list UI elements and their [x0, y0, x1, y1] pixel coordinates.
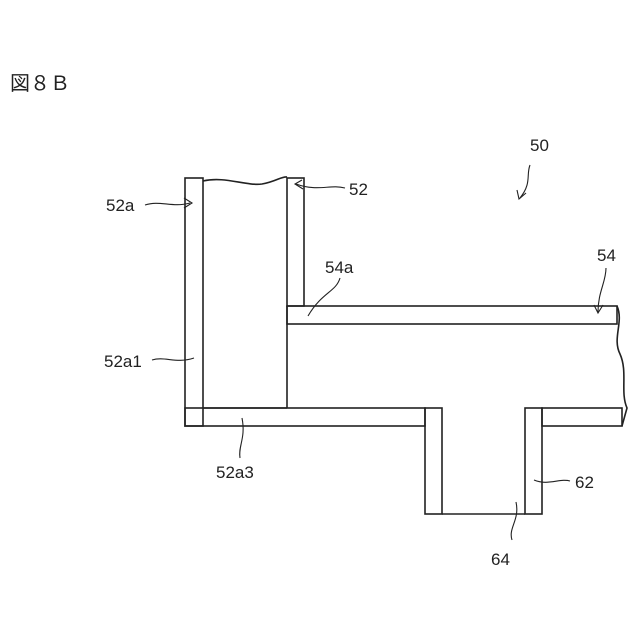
label-54a: 54a — [325, 258, 354, 277]
pipe-62-left-wall — [425, 408, 442, 514]
label-54: 54 — [597, 246, 616, 265]
leader-52a1 — [152, 358, 194, 360]
label-52: 52 — [349, 180, 368, 199]
pipe-62-right-wall — [525, 408, 542, 514]
pipe-52-left-wall — [185, 178, 203, 426]
leader-52a — [145, 203, 190, 205]
pipe-52-right-wall — [287, 178, 304, 306]
pipe-52-break-line — [203, 177, 287, 184]
label-50: 50 — [530, 136, 549, 155]
leader-50 — [520, 165, 530, 198]
label-52a1: 52a1 — [104, 352, 142, 371]
pipe-54-top-wall — [287, 306, 617, 324]
label-62: 62 — [575, 473, 594, 492]
leader-64 — [511, 502, 517, 540]
leader-54a — [308, 278, 340, 316]
label-64: 64 — [491, 550, 510, 569]
pipe-54-bottom-wall-right — [542, 408, 622, 426]
pipe-54-bottom-wall-left — [185, 408, 425, 426]
label-52a: 52a — [106, 196, 135, 215]
figure-label: 図８Ｂ — [10, 73, 70, 95]
leader-62 — [534, 480, 570, 482]
label-52a3: 52a3 — [216, 463, 254, 482]
leader-52a3 — [240, 418, 243, 458]
